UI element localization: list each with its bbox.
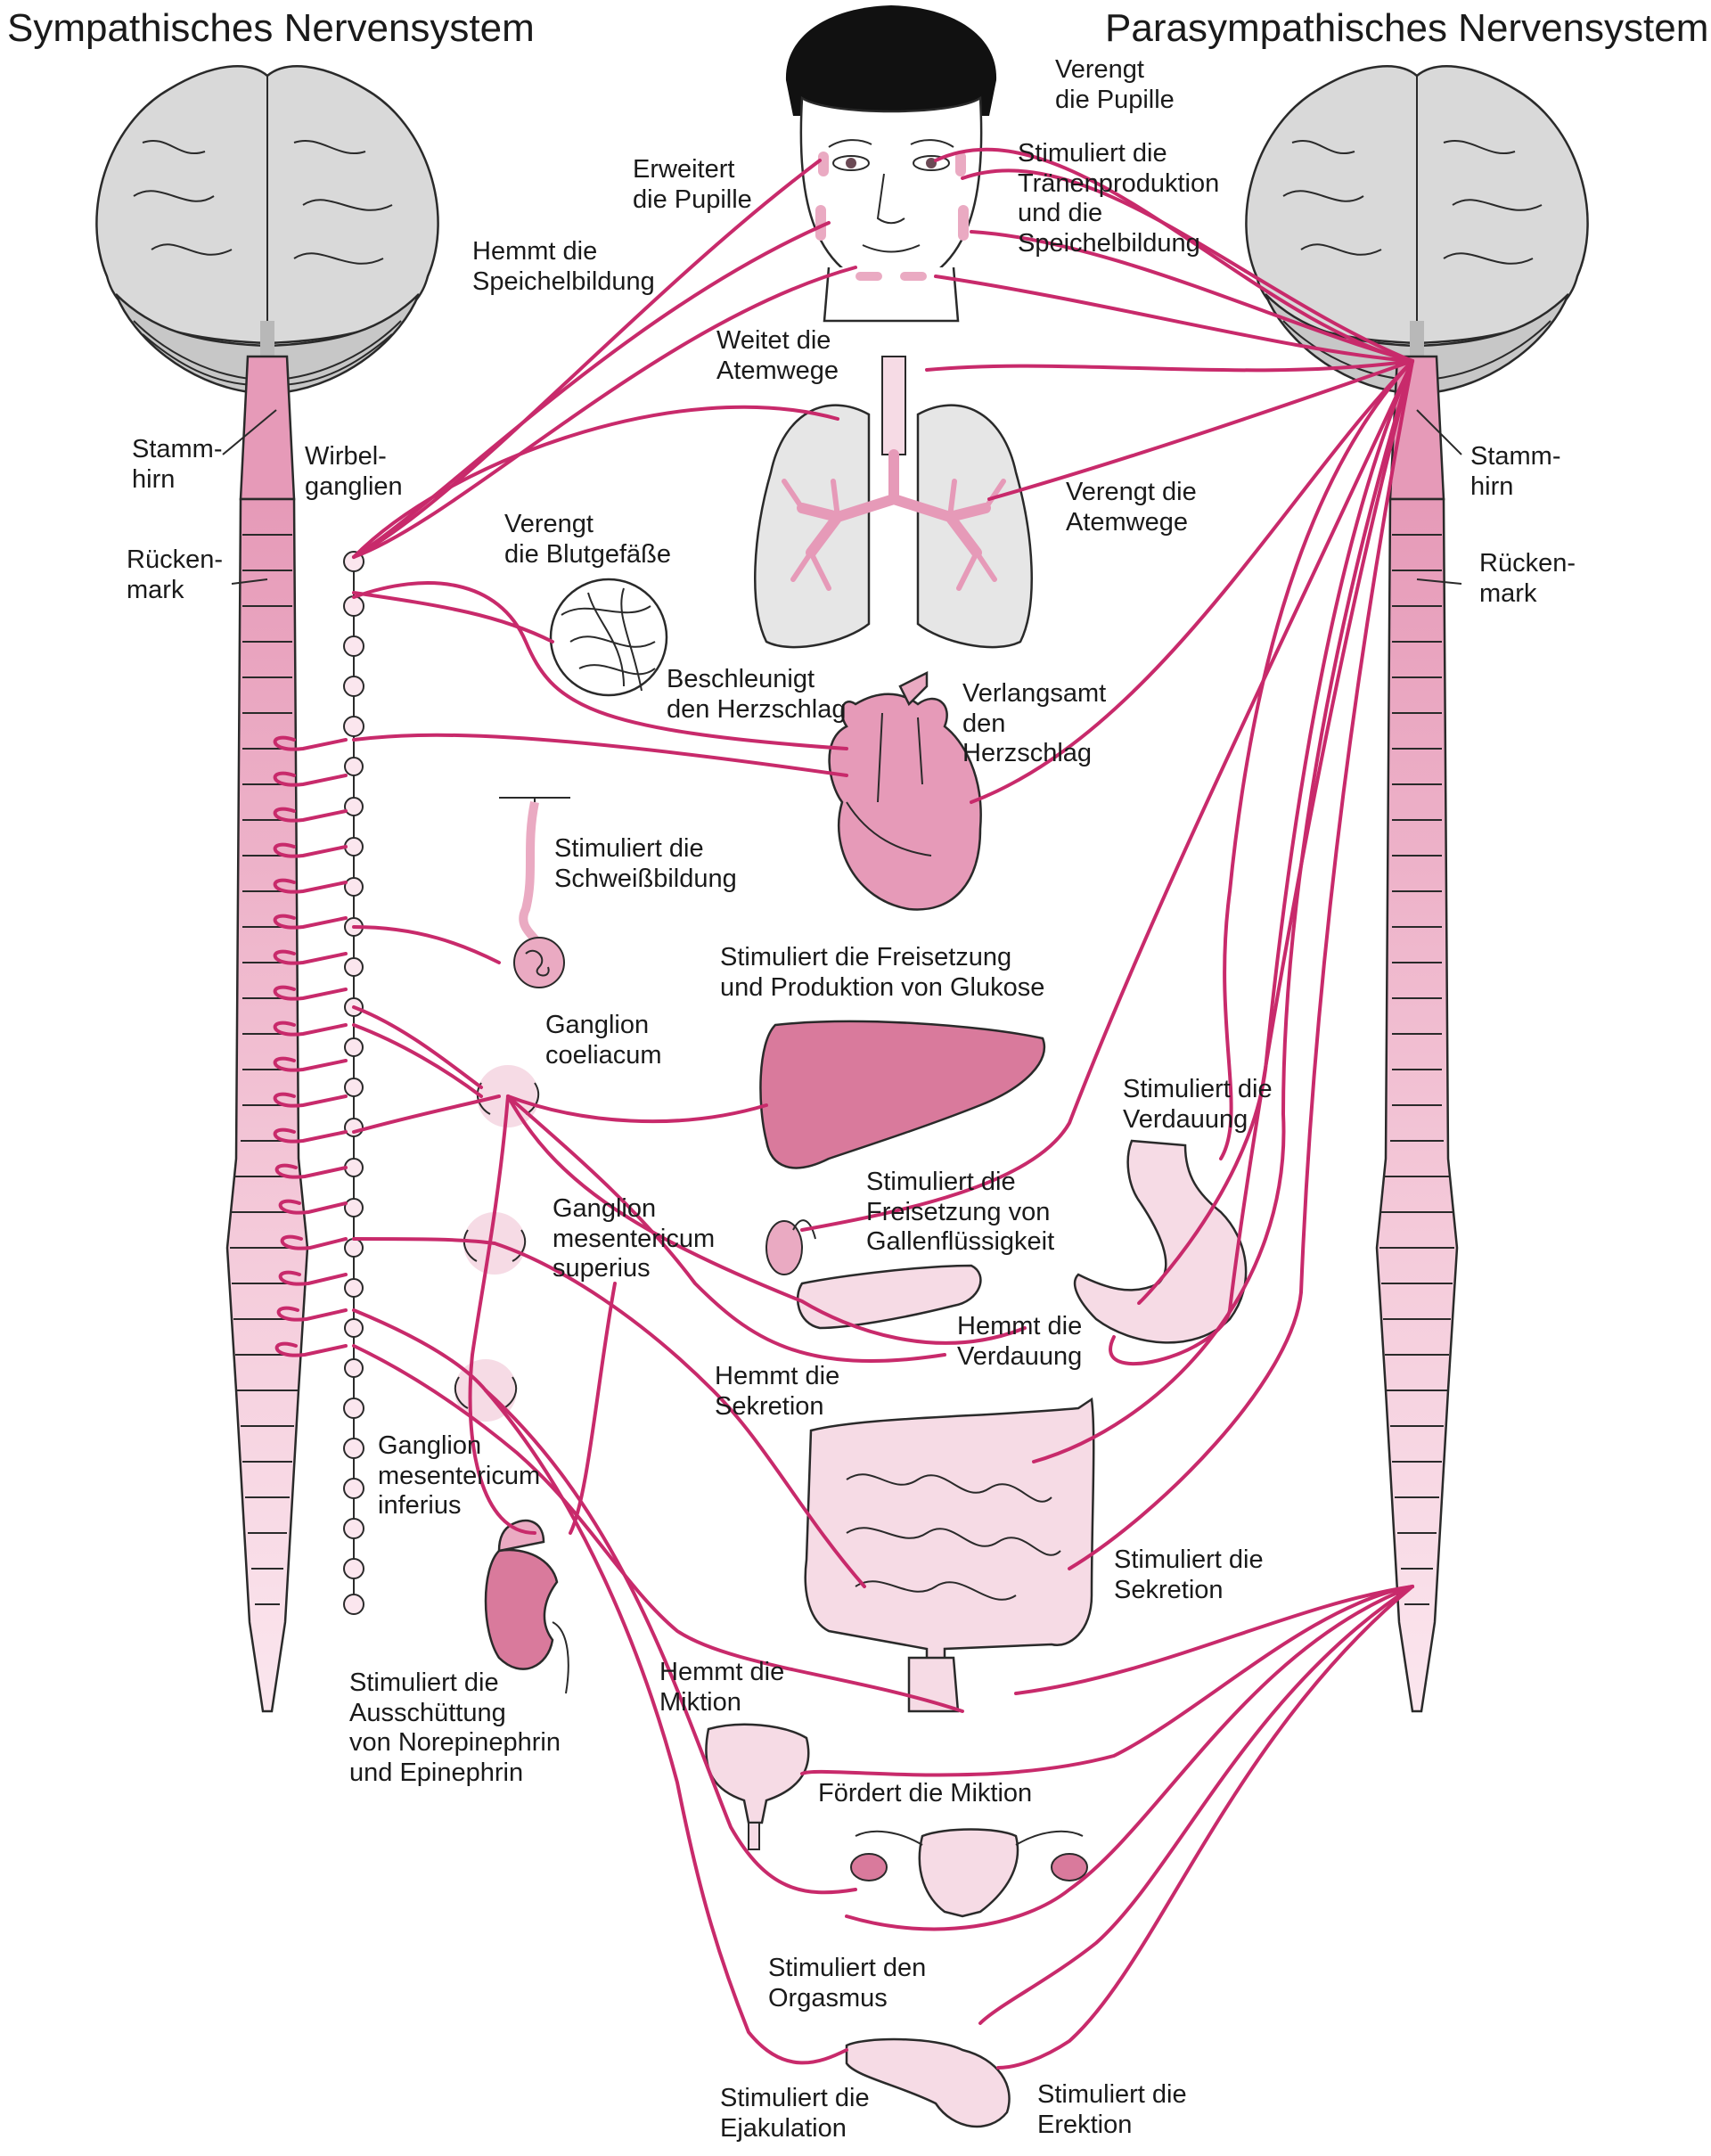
parasympathetic-title: Parasympathisches Nervensystem xyxy=(1105,6,1709,50)
label-saliva-inhibit: Hemmt die Speichelbildung xyxy=(472,237,655,296)
stomach xyxy=(1073,1139,1248,1344)
sweat-gland xyxy=(499,797,570,988)
label-airways-narrow: Verengt die Atemwege xyxy=(1066,478,1197,537)
right-spinal-cord xyxy=(1375,355,1459,1713)
label-micturition-promote: Fördert die Miktion xyxy=(818,1779,1033,1808)
label-bile: Stimuliert die Freisetzung von Gallenflü… xyxy=(866,1168,1055,1257)
label-spinal-cord-left: Rücken- mark xyxy=(127,545,223,604)
gallbladder-pancreas xyxy=(765,1219,982,1330)
label-brainstem-left: Stamm- hirn xyxy=(132,435,223,494)
parasympathetic-nerves xyxy=(800,147,1414,2070)
label-tears-saliva: Stimuliert die Tränenproduktion und die … xyxy=(1018,139,1220,258)
heart xyxy=(828,670,982,911)
label-ganglion-mesentericum-inferius: Ganglion mesentericum inferius xyxy=(378,1431,541,1521)
sympathetic-title: Sympathisches Nervensystem xyxy=(7,6,535,50)
label-heart-accelerate: Beschleunigt den Herzschlag xyxy=(667,665,847,724)
kidney-adrenal xyxy=(484,1519,569,1694)
penis xyxy=(845,2037,1011,2128)
label-pupil-constrict: Verengt die Pupille xyxy=(1055,55,1175,114)
label-adrenal: Stimuliert die Ausschüttung von Norepine… xyxy=(349,1668,561,1787)
label-secretion-inhibit: Hemmt die Sekretion xyxy=(715,1362,840,1421)
liver xyxy=(759,1020,1046,1169)
label-vessels-constrict: Verengt die Blutgefäße xyxy=(504,510,672,569)
lungs xyxy=(754,356,1033,649)
label-orgasm: Stimuliert den Orgasmus xyxy=(768,1954,927,2013)
label-vertebral-ganglia: Wirbel- ganglien xyxy=(305,442,403,501)
bladder xyxy=(705,1723,810,1850)
label-sweat: Stimuliert die Schweißbildung xyxy=(554,834,737,893)
left-brain xyxy=(95,65,439,394)
right-brain xyxy=(1245,65,1589,394)
label-digestion-stim: Stimuliert die Verdauung xyxy=(1123,1075,1273,1134)
label-ejaculation: Stimuliert die Ejakulation xyxy=(720,2084,870,2143)
label-airways-widen: Weitet die Atemwege xyxy=(716,326,839,385)
label-heart-slow: Verlangsamt den Herzschlag xyxy=(962,679,1107,768)
label-ganglion-coeliacum: Ganglion coeliacum xyxy=(545,1011,662,1070)
left-spinal-cord xyxy=(225,355,309,1713)
label-ganglion-mesentericum-superius: Ganglion mesentericum superius xyxy=(553,1194,716,1283)
label-micturition-inhibit: Hemmt die Miktion xyxy=(659,1658,785,1717)
label-spinal-cord-right: Rücken- mark xyxy=(1479,549,1576,608)
label-brainstem-right: Stamm- hirn xyxy=(1470,442,1561,501)
label-glucose: Stimuliert die Freisetzung und Produktio… xyxy=(720,943,1045,1002)
label-digestion-inhibit: Hemmt die Verdauung xyxy=(957,1312,1083,1371)
label-erection: Stimuliert die Erektion xyxy=(1037,2080,1187,2139)
sympathetic-nerves xyxy=(352,159,1027,2065)
blood-vessels xyxy=(549,578,668,697)
leader-lines xyxy=(222,409,1462,585)
face xyxy=(785,5,997,323)
intestines xyxy=(804,1397,1095,1713)
label-pupil-dilate: Erweitert die Pupille xyxy=(633,155,752,214)
uterus xyxy=(850,1828,1088,1918)
label-secretion-stim: Stimuliert die Sekretion xyxy=(1114,1545,1264,1604)
